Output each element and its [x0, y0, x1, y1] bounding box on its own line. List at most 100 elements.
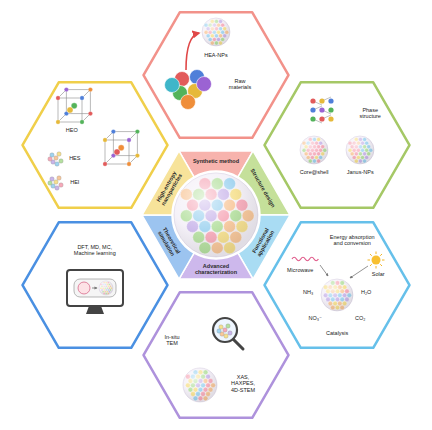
lattice-bond	[66, 113, 90, 114]
particle-gloss	[183, 368, 217, 402]
hexagon-outline	[21, 81, 169, 209]
band-label: Advanced characterization	[189, 263, 243, 275]
hexagon-outline	[263, 81, 411, 209]
hexagon-panel: DFT, MD, MC, Machine learning	[21, 221, 169, 349]
lattice-atom	[64, 87, 68, 91]
lattice-atom	[135, 129, 139, 133]
hexagon-outline	[142, 11, 290, 139]
lattice-atom	[56, 120, 60, 124]
lattice-bond	[105, 140, 106, 164]
atom	[217, 329, 221, 333]
band-label: Structure design	[247, 163, 279, 213]
lattice-bond	[58, 98, 82, 99]
raw-material-balls	[165, 70, 212, 110]
atom	[57, 152, 61, 156]
panel-label: Energy absorption and conversion	[326, 234, 378, 247]
sun-ray	[368, 260, 371, 261]
atom-cluster	[217, 324, 232, 338]
lattice-bond	[113, 155, 137, 156]
particle-body	[99, 281, 113, 295]
particle-gloss	[174, 173, 258, 257]
sun-ray	[370, 264, 372, 266]
monitor-icon	[67, 270, 123, 314]
atom	[219, 325, 223, 329]
lattice-atom	[310, 98, 315, 103]
lattice-bond	[90, 90, 91, 114]
panel-label: NH₃	[300, 289, 316, 295]
nanoparticle	[174, 173, 258, 257]
atom	[224, 334, 228, 338]
lattice-atom	[111, 129, 115, 133]
hexagon-border	[144, 12, 289, 138]
band-label: Synthetic method	[189, 158, 243, 164]
ring-band: Synthetic method	[189, 158, 243, 164]
sun-ray	[376, 266, 377, 269]
raw-material-ball	[165, 78, 180, 93]
atom	[54, 156, 58, 160]
hexagon-border	[22, 82, 167, 208]
particle-body	[174, 173, 258, 257]
lattice-bond	[58, 122, 82, 123]
magnifier-icon	[213, 318, 243, 349]
lattice-atom	[56, 96, 60, 100]
hexagon-panel: In-situ TEMXAS, HAXPES, 4D-STEM	[142, 291, 290, 419]
nanoparticle	[300, 136, 328, 164]
lattice-bond	[129, 140, 130, 164]
lattice-atom	[88, 111, 92, 115]
monitor-stand	[86, 306, 104, 314]
panel-label: Solar	[368, 271, 388, 277]
energy-arrow	[320, 265, 328, 276]
panel-label: XAS, HAXPES, 4D-STEM	[229, 374, 257, 393]
lattice-bond	[105, 164, 129, 165]
lattice-atom	[319, 107, 324, 112]
lattice-bond	[105, 140, 129, 141]
lattice-atom	[127, 162, 131, 166]
band-label: Functional application	[244, 216, 281, 269]
hexagon-border	[22, 222, 167, 348]
raw-material-ball	[197, 77, 212, 92]
magnifier-lens	[213, 318, 237, 342]
particle-gloss	[300, 136, 328, 164]
lattice-bond	[137, 132, 138, 156]
atom	[228, 331, 232, 335]
hexagon-panel: Energy absorption and conversionMicrowav…	[263, 221, 411, 349]
lattice-atom	[67, 107, 73, 113]
magnifier-handle	[233, 339, 243, 349]
lattice-bond	[113, 131, 137, 132]
lattice-atom	[127, 138, 131, 142]
nanoparticle	[321, 279, 353, 311]
model-icon	[78, 282, 90, 294]
atom	[223, 328, 227, 332]
atom	[226, 324, 230, 328]
hexagon-border	[265, 82, 410, 208]
particle-gloss	[321, 279, 353, 311]
ring-band: Advanced characterization	[189, 263, 243, 275]
atom	[48, 181, 52, 185]
ring-band: Functional application	[244, 216, 281, 269]
particle-gloss	[202, 18, 230, 46]
hexagon-outline	[21, 221, 169, 349]
lattice-bond	[66, 89, 90, 90]
particle-body	[300, 136, 328, 164]
lattice-atom	[310, 116, 315, 121]
atom	[50, 177, 54, 181]
lattice-atom	[80, 96, 84, 100]
panel-label: Janus-NPs	[343, 169, 377, 175]
atom	[54, 180, 58, 184]
panel-label: CO₂	[352, 315, 368, 321]
crystal-structure	[103, 129, 140, 166]
particle-gloss	[99, 281, 113, 295]
nanoparticle	[346, 136, 374, 164]
lattice-bond	[58, 98, 59, 122]
band-label: Theoretical simulation	[150, 216, 187, 269]
panel-label: Microwave	[283, 267, 317, 273]
sun-ray	[380, 254, 382, 256]
ring-band: High-entropy nanoparticles	[150, 162, 187, 215]
sun-ray	[370, 254, 372, 256]
model-arrow	[92, 288, 97, 289]
nanoparticle	[202, 18, 230, 46]
hexagon-outline	[142, 291, 290, 419]
atom	[48, 157, 52, 161]
